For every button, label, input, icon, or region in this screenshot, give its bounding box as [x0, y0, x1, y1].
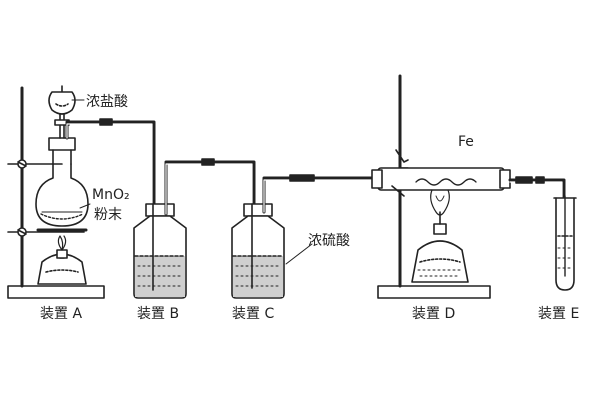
- separatory-funnel-a: [48, 85, 76, 139]
- rubber-joint-ab: [99, 118, 113, 126]
- label-apparatus-b: 装置 B: [137, 306, 180, 322]
- apparatus-d: [371, 74, 566, 299]
- combustion-tube: [377, 167, 505, 191]
- flask-stopper-a: [48, 137, 76, 151]
- alcohol-burner-d: [411, 211, 469, 283]
- rubber-joint-bc: [201, 158, 215, 166]
- leader-mno2: [79, 203, 91, 209]
- stand-base-d: [377, 285, 491, 299]
- alcohol-burner-a: [37, 235, 87, 285]
- iron-wire-fe: [415, 178, 477, 186]
- label-fe: Fe: [458, 134, 474, 150]
- label-apparatus-e: 装置 E: [538, 306, 580, 322]
- mno2-powder: [40, 213, 84, 220]
- apparatus-c: [231, 174, 380, 299]
- apparatus-e: [553, 195, 577, 291]
- apparatus-a: [7, 85, 105, 299]
- label-apparatus-a: 装置 A: [40, 306, 83, 322]
- label-conc-hcl: 浓盐酸: [86, 94, 128, 110]
- rubber-joint-cd: [289, 174, 315, 182]
- apparatus-b: [133, 158, 256, 299]
- tube-c-d: [262, 176, 380, 214]
- label-apparatus-c: 装置 C: [232, 306, 275, 322]
- stand-base-a: [7, 285, 105, 299]
- clamp-lower-a: [7, 227, 85, 237]
- label-powder: 粉末: [94, 207, 122, 223]
- rubber-joint-de: [515, 176, 533, 184]
- label-apparatus-d: 装置 D: [412, 306, 456, 322]
- leader-sulfuric: [285, 243, 313, 265]
- clamp-upper-a: [7, 159, 63, 169]
- label-conc-h2so4: 浓硫酸: [308, 233, 350, 249]
- label-mno2: MnO₂: [92, 187, 130, 203]
- round-flask-a: [35, 163, 89, 227]
